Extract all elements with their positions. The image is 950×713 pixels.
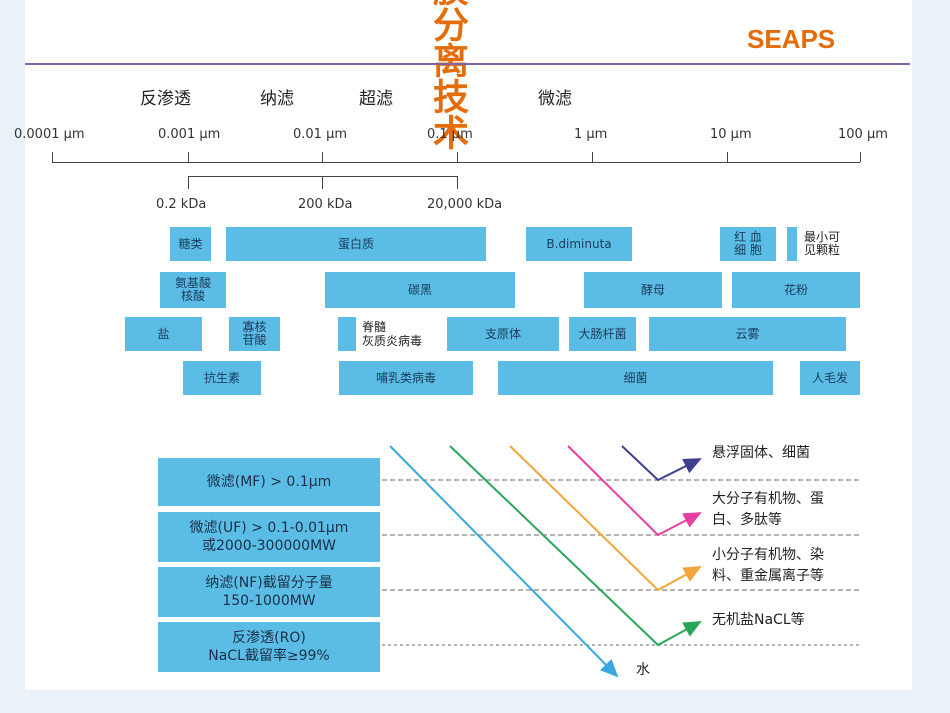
particle-sugar: 糖类 [170,227,211,261]
mf-arrow [621,445,702,482]
size-label-6: 100 µm [838,127,888,142]
particle-mycoplasma: 支原体 [447,317,559,351]
particle-fog: 云雾 [649,317,846,351]
particle-human-hair: 人毛发 [800,361,860,395]
mw-bracket-left [188,176,189,189]
mw-label-1: 200 kDa [298,197,353,212]
particle-antibiotic: 抗生素 [183,361,261,395]
brand-logo-text: SEAPS [747,24,836,54]
size-label-5: 10 µm [710,127,752,142]
size-label-2: 0.01 µm [293,127,348,142]
particle-oligonucleotide: 寡核苷酸 [229,317,280,351]
retained-mf: 悬浮固体、细菌 [712,445,810,461]
particle-yeast: 酵母 [584,272,722,308]
nf-arrow [509,445,702,592]
retained-ro: 无机盐NaCL等 [712,612,805,628]
header-rule [25,63,910,65]
particle-smallest-visible: 最小可见颗粒 [804,230,841,257]
retained-nf: 小分子有机物、染料、重金属离子等 [712,547,824,584]
particle-mammal-virus: 哺乳类病毒 [339,361,473,395]
category-nf: 纳滤 [260,89,294,109]
particle-salt: 盐 [125,317,202,351]
particle-ecoli: 大肠杆菌 [569,317,636,351]
side-band-left [0,0,25,713]
mw-bracket-line [188,176,458,177]
retained-uf: 大分子有机物、蛋白、多肽等 [712,491,824,528]
category-mf: 微滤 [538,89,572,109]
slide-title: 膜分离技术 [427,0,468,150]
mw-bracket-right [457,176,458,189]
particle-amino-acid: 氨基酸核酸 [160,272,226,308]
size-tick-5 [727,152,728,162]
particle-smallest-visible-bar [787,227,797,261]
mw-label-0: 0.2 kDa [156,197,207,212]
process-ro: 反渗透(RO)NaCL截留率≥99% [158,622,380,672]
size-label-0: 0.0001 µm [14,127,85,142]
particle-protein: 蛋白质 [226,227,486,261]
size-tick-1 [188,152,189,162]
particle-bacteria: 细菌 [498,361,773,395]
process-mf: 微滤(MF) > 0.1µm [158,458,380,506]
size-tick-0 [52,152,53,162]
size-label-3: 0.1 µm [427,127,473,142]
bottom-band [0,690,950,713]
size-axis-line [52,162,860,163]
mw-bracket-mid [322,176,323,189]
size-tick-6 [860,152,861,162]
size-label-1: 0.001 µm [158,127,221,142]
size-tick-4 [592,152,593,162]
water-label: 水 [636,662,650,678]
particle-polio-bar [338,317,356,351]
size-tick-2 [322,152,323,162]
size-label-4: 1 µm [574,127,608,142]
particle-polio-virus: 脊髓灰质炎病毒 [362,320,423,348]
mw-label-2: 20,000 kDa [427,197,503,212]
category-ro: 反渗透 [140,89,191,109]
particle-bdiminuta: B.diminuta [526,227,632,261]
particle-red-blood-cell: 红 血细 胞 [720,227,776,261]
side-band-right [912,0,950,713]
size-tick-3 [457,152,458,162]
ro-arrow [449,445,702,647]
particle-pollen: 花粉 [732,272,860,308]
water-arrow [389,445,619,678]
uf-arrow [567,445,702,537]
category-uf: 超滤 [359,89,393,109]
particle-carbon-black: 碳黑 [325,272,515,308]
